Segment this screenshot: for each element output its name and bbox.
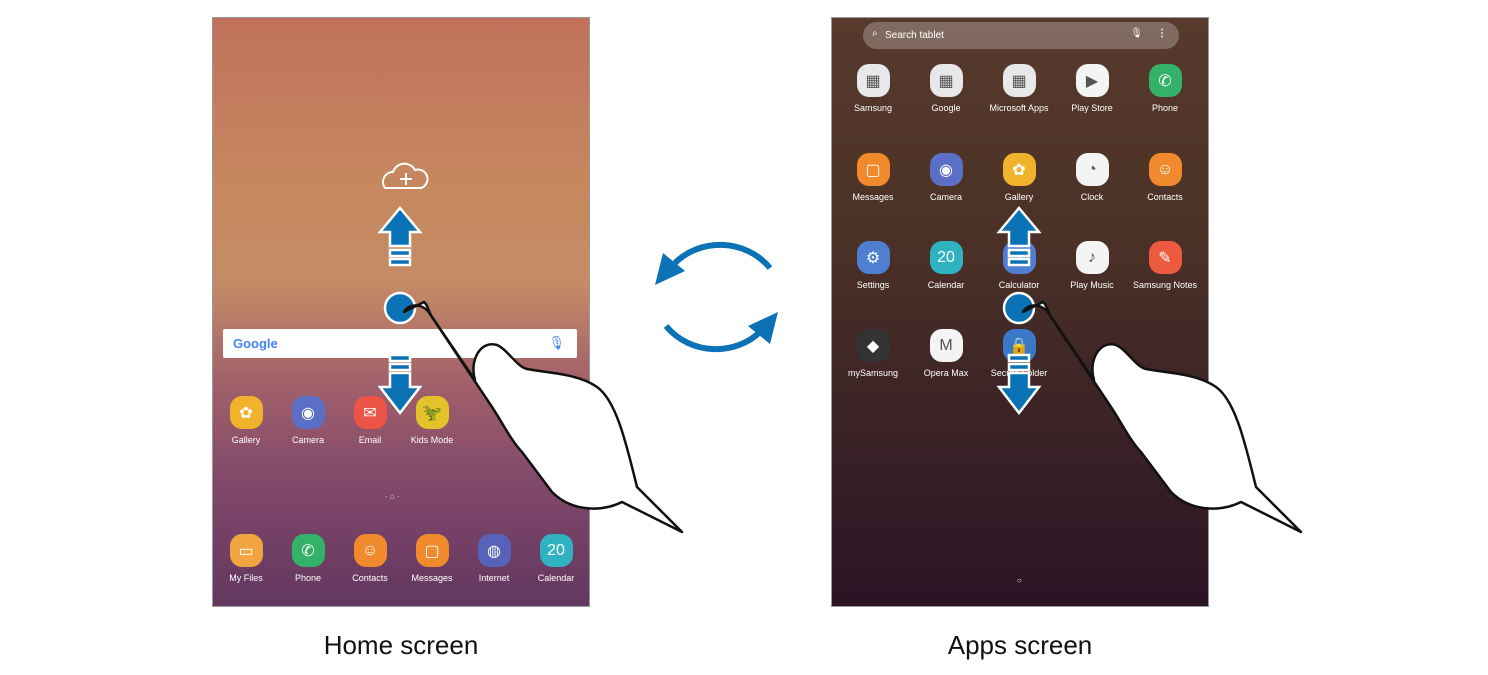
app-label: Kids Mode — [410, 435, 454, 445]
app-gallery[interactable]: ✿ Gallery — [979, 153, 1059, 202]
app-internet[interactable]: ◍ Internet — [454, 534, 534, 583]
samsung-icon: ▦ — [856, 64, 890, 97]
messages-icon: ▢ — [856, 153, 890, 186]
google-icon: ▦ — [929, 64, 963, 97]
calculator-icon: ± — [1002, 241, 1036, 274]
app-calculator[interactable]: ± Calculator — [979, 241, 1059, 290]
app-messages[interactable]: ▢ Messages — [392, 534, 472, 583]
camera-icon: ◉ — [291, 396, 325, 429]
app-messages[interactable]: ▢ Messages — [833, 153, 913, 202]
cloud-add-icon — [382, 162, 429, 189]
app-samsung-notes[interactable]: ✎ Samsung Notes — [1125, 241, 1205, 290]
app-label: Opera Max — [923, 368, 969, 378]
calendar-icon: 20 — [929, 241, 963, 274]
app-label: Internet — [478, 573, 510, 583]
app-my-files[interactable]: ▭ My Files — [213, 534, 286, 583]
clock-icon: ◔ — [1075, 153, 1109, 186]
play-music-icon: ♪ — [1075, 241, 1109, 274]
page-indicator: ○ — [1017, 576, 1022, 585]
home-screen-caption: Home screen — [323, 630, 479, 660]
kids-mode-icon: 🦖 — [415, 396, 449, 429]
app-label: Email — [358, 435, 382, 445]
app-samsung[interactable]: ▦ Samsung — [833, 64, 913, 113]
app-label: Play Music — [1070, 280, 1114, 290]
my-files-icon: ▭ — [229, 534, 263, 567]
messages-icon: ▢ — [415, 534, 449, 567]
app-label: Messages — [411, 573, 453, 583]
settings-icon: ⚙ — [856, 241, 890, 274]
app-label: Gallery — [231, 435, 261, 445]
search-icon: ⌕ — [872, 28, 878, 39]
app-label: Clock — [1080, 192, 1104, 202]
app-microsoft-apps[interactable]: ▦ Microsoft Apps — [979, 64, 1059, 113]
app-contacts[interactable]: ☺ Contacts — [1125, 153, 1205, 202]
calendar-icon: 20 — [539, 534, 573, 567]
camera-icon: ◉ — [929, 153, 963, 186]
app-label: Phone — [1151, 103, 1179, 113]
app-label: Calendar — [927, 280, 965, 290]
mic-icon[interactable]: 🎙 — [548, 335, 565, 350]
app-label: Play Store — [1071, 103, 1113, 113]
gallery-icon: ✿ — [229, 396, 263, 429]
opera-max-icon: M — [929, 329, 963, 362]
app-play-store[interactable]: ▶ Play Store — [1052, 64, 1132, 113]
app-label: Secure Folder — [990, 368, 1048, 378]
google-logo: Google — [233, 336, 278, 351]
secure-folder-icon: 🔒 — [1002, 329, 1036, 362]
app-label: Microsoft Apps — [989, 103, 1049, 113]
app-secure-folder[interactable]: 🔒 Secure Folder — [979, 329, 1059, 378]
app-label: Settings — [856, 280, 890, 290]
phone-icon: ✆ — [291, 534, 325, 567]
app-clock[interactable]: ◔ Clock — [1052, 153, 1132, 202]
app-label: Messages — [852, 192, 894, 202]
app-camera[interactable]: ◉ Camera — [268, 396, 348, 445]
app-label: Contacts — [1147, 192, 1183, 202]
search-tablet-bar[interactable]: ⌕ Search tablet 🎙 ⋮ — [863, 22, 1179, 49]
app-label: mySamsung — [847, 368, 899, 378]
app-mysamsung[interactable]: ◆ mySamsung — [833, 329, 913, 378]
app-label: Contacts — [352, 573, 388, 583]
phone-icon: ✆ — [1148, 64, 1182, 97]
contacts-icon: ☺ — [353, 534, 387, 567]
app-settings[interactable]: ⚙ Settings — [833, 241, 913, 290]
app-kids-mode[interactable]: 🦖 Kids Mode — [392, 396, 472, 445]
app-gallery[interactable]: ✿ Gallery — [213, 396, 286, 445]
gallery-icon: ✿ — [1002, 153, 1036, 186]
mysamsung-icon: ◆ — [856, 329, 890, 362]
mic-icon[interactable]: 🎙 — [1130, 28, 1143, 39]
app-opera-max[interactable]: M Opera Max — [906, 329, 986, 378]
app-label: Calculator — [998, 280, 1040, 290]
app-google[interactable]: ▦ Google — [906, 64, 986, 113]
app-label: Camera — [929, 192, 962, 202]
app-label: Samsung Notes — [1132, 280, 1198, 290]
search-placeholder: Search tablet — [885, 30, 944, 41]
app-label: Google — [931, 103, 961, 113]
app-phone[interactable]: ✆ Phone — [268, 534, 348, 583]
contacts-icon: ☺ — [1148, 153, 1182, 186]
google-search-bar[interactable]: Google 🎙 — [223, 329, 577, 358]
more-options-icon[interactable]: ⋮ — [1157, 28, 1167, 39]
home-screen: Google 🎙 ✿ Gallery ◉ Camera ✉ Email 🦖 Kids Mode… — [212, 17, 590, 607]
app-label: Calendar — [537, 573, 575, 583]
app-camera[interactable]: ◉ Camera — [906, 153, 986, 202]
page-indicator: · ⌂ · — [385, 492, 400, 501]
app-phone[interactable]: ✆ Phone — [1125, 64, 1205, 113]
email-icon: ✉ — [353, 396, 387, 429]
play-store-icon: ▶ — [1075, 64, 1109, 97]
app-label: Phone — [294, 573, 322, 583]
apps-screen: ⌕ Search tablet 🎙 ⋮ ▦ Samsung ▦ Google ▦ Micr… — [831, 17, 1209, 607]
samsung-notes-icon: ✎ — [1148, 241, 1182, 274]
app-label: My Files — [229, 573, 263, 583]
app-label: Samsung — [853, 103, 893, 113]
apps-screen-caption: Apps screen — [947, 630, 1093, 660]
app-contacts[interactable]: ☺ Contacts — [330, 534, 410, 583]
internet-icon: ◍ — [477, 534, 511, 567]
switch-screens-icon — [663, 241, 773, 353]
app-label: Camera — [291, 435, 324, 445]
app-play-music[interactable]: ♪ Play Music — [1052, 241, 1132, 290]
microsoft-apps-icon: ▦ — [1002, 64, 1036, 97]
app-label: Gallery — [1004, 192, 1034, 202]
